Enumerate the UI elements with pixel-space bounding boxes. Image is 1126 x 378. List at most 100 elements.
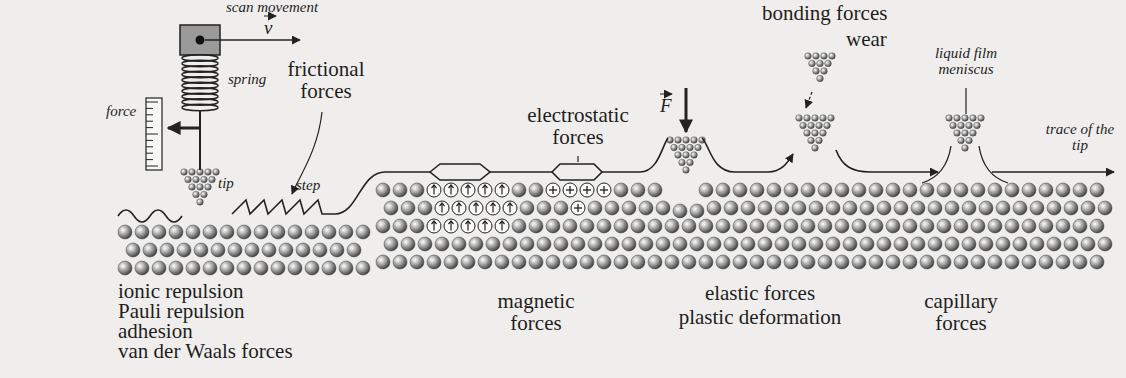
plain-atom [410,255,424,269]
plain-atom [962,237,976,251]
plain-atom [271,261,285,275]
plain-atom [724,237,738,251]
motion-label: scan movement [226,0,318,16]
plain-atom [886,219,900,233]
plain-atom [220,225,234,239]
magnetic-atom [503,201,517,215]
spring-coil [182,55,218,111]
plain-atom [563,255,577,269]
plain-atom [1039,255,1053,269]
plain-atom [1022,219,1036,233]
plain-atom [818,219,832,233]
plain-atom [690,204,704,218]
process-label: plastic deformation [660,306,860,328]
plain-atom [979,237,993,251]
plain-atom [605,237,619,251]
plain-atom [520,237,534,251]
plain-atom [852,219,866,233]
plain-atom [503,237,517,251]
plain-atom [988,255,1002,269]
leader-line [292,112,322,194]
leader-line [965,88,966,114]
plain-atom [724,201,738,215]
plain-atom [160,243,174,257]
scan-dot [196,36,205,45]
plain-atom [614,183,628,197]
plain-atom [631,183,645,197]
plain-atom [322,261,336,275]
scale-tick [146,121,153,122]
plain-atom [1030,201,1044,215]
plain-atom [554,201,568,215]
plain-atom [393,219,407,233]
magnetic-atom [435,201,449,215]
plain-atom [690,237,704,251]
plain-atom [801,183,815,197]
plain-atom [152,261,166,275]
plain-atom [920,255,934,269]
magnetic-atom [427,219,441,233]
plain-atom [452,237,466,251]
plain-atom [673,237,687,251]
part-label: tip [218,176,234,192]
force-label: elastic forces [660,282,860,304]
plain-atom [639,237,653,251]
plain-atom [988,219,1002,233]
plain-atom [733,255,747,269]
plain-atom [520,201,534,215]
plain-atom [920,183,934,197]
plain-atom [356,261,370,275]
scale-tick [146,153,153,154]
plain-atom [869,183,883,197]
plain-atom [152,225,166,239]
plain-atom [843,201,857,215]
plain-atom [376,219,390,233]
plain-atom [1064,237,1078,251]
plain-atom [546,255,560,269]
plain-atom [673,204,687,218]
plain-atom [322,225,336,239]
velocity-arrow [205,39,300,41]
plain-atom [954,255,968,269]
scale-tick [146,166,158,167]
charged-atom [571,201,585,215]
plain-atom [894,201,908,215]
force-label: van der Waals forces [118,340,293,362]
plain-atom [339,261,353,275]
plain-atom [945,201,959,215]
plain-atom [1098,201,1112,215]
plain-atom [537,201,551,215]
magnetic-atom [495,219,509,233]
plain-atom [1056,219,1070,233]
leader-line [577,156,578,162]
plain-atom [288,261,302,275]
vector-mark [264,16,276,17]
plain-atom [211,243,225,257]
magnetic-atom [469,201,483,215]
plain-atom [347,243,361,257]
plain-atom [818,255,832,269]
plain-atom [330,243,344,257]
plain-atom [580,219,594,233]
plain-atom [118,225,132,239]
wear-debris [805,53,836,82]
vector-symbol: F [660,96,672,116]
plain-atom [237,225,251,239]
charged-atom [597,183,611,197]
charged-atom [580,183,594,197]
plain-atom [1073,183,1087,197]
plain-atom [1064,201,1078,215]
plain-atom [1005,255,1019,269]
plain-atom [305,225,319,239]
plain-atom [376,183,390,197]
plain-atom [588,201,602,215]
plain-atom [826,237,840,251]
plain-atom [220,261,234,275]
plain-atom [245,243,259,257]
plain-atom [254,261,268,275]
plain-atom [118,261,132,275]
magnetic-atom [478,183,492,197]
magnetic-atom [486,201,500,215]
plain-atom [886,183,900,197]
